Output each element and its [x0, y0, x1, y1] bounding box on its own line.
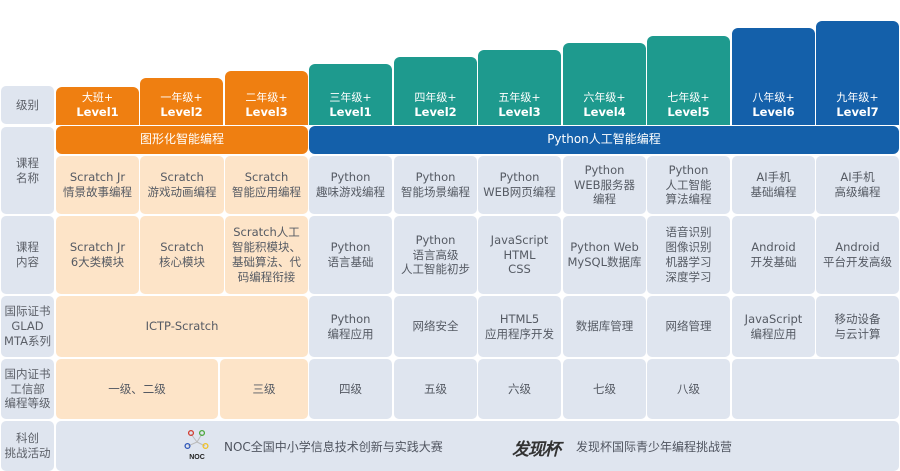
level-code: Level7	[836, 105, 879, 120]
faxianbei-logo-icon: 发现杯	[512, 440, 561, 460]
level-code: Level2	[414, 105, 457, 120]
course-content-cell: Scratch Jr 6大类模块	[56, 216, 139, 294]
level-box-9: 八年级+Level6	[732, 28, 815, 125]
level-grade: 一年级+	[160, 90, 203, 104]
course-name-cell: Python 智能场景编程	[394, 156, 477, 214]
intl-cert-cell: Python 编程应用	[309, 296, 392, 357]
level-box-8: 七年级+Level5	[647, 36, 730, 125]
course-name-cell: Scratch Jr 情景故事编程	[56, 156, 139, 214]
course-content-cell: JavaScript HTML CSS	[478, 216, 561, 294]
course-content-cell: Scratch 核心模块	[140, 216, 224, 294]
level-grade: 五年级+	[498, 90, 541, 104]
row-label-level: 级别	[1, 86, 54, 124]
row-label-course-name: 课程 名称	[1, 127, 54, 214]
level-box-2: 一年级+Level2	[140, 78, 223, 125]
course-name-cell: Python 趣味游戏编程	[309, 156, 392, 214]
course-name-cell: Python WEB网页编程	[478, 156, 561, 214]
course-content-cell: Android 开发基础	[732, 216, 815, 294]
level-code: Level1	[329, 105, 372, 120]
intl-cert-cell: 移动设备 与云计算	[816, 296, 899, 357]
level-grade: 七年级+	[667, 90, 710, 104]
level-box-10: 九年级+Level7	[816, 21, 899, 125]
course-content-cell: 语音识别 图像识别 机器学习 深度学习	[647, 216, 730, 294]
level-grade: 三年级+	[329, 90, 372, 104]
level-grade: 二年级+	[245, 90, 288, 104]
domestic-cert-cell: 七级	[563, 359, 646, 419]
level-code: Level2	[160, 105, 203, 120]
level-box-7: 六年级+Level4	[563, 43, 646, 125]
track-banner-graphical: 图形化智能编程	[56, 126, 308, 154]
row-label-intl-cert: 国际证书 GLAD MTA系列	[1, 296, 54, 357]
row-label-domestic-cert: 国内证书 工信部 编程等级	[1, 359, 54, 419]
course-content-cell: Scratch人工 智能积模块、 基础算法、代 码编程衔接	[225, 216, 308, 294]
domestic-cert-cell: 六级	[478, 359, 561, 419]
level-box-1: 大班+Level1	[56, 87, 139, 125]
domestic-cert-cell: 五级	[394, 359, 477, 419]
course-content-cell: Python Web MySQL数据库	[563, 216, 646, 294]
domestic-cert-cell: 八级	[647, 359, 730, 419]
intl-cert-cell: 数据库管理	[563, 296, 646, 357]
course-content-cell: Android 平台开发高级	[816, 216, 899, 294]
intl-cert-cell: 网络管理	[647, 296, 730, 357]
domestic-cert-cell-empty	[732, 359, 899, 419]
svg-text:NOC: NOC	[189, 454, 205, 461]
course-name-cell: Scratch 游戏动画编程	[140, 156, 224, 214]
level-grade: 四年级+	[414, 90, 457, 104]
course-name-cell: AI手机 基础编程	[732, 156, 815, 214]
track-banner-python: Python人工智能编程	[309, 126, 899, 154]
course-name-cell: AI手机 高级编程	[816, 156, 899, 214]
level-code: Level1	[76, 105, 119, 120]
row-label-course-content: 课程 内容	[1, 216, 54, 294]
level-grade: 六年级+	[583, 90, 626, 104]
activity-row: NOC NOC全国中小学信息技术创新与实践大赛 发现杯 发现杯国际青少年编程挑战…	[56, 421, 899, 471]
level-code: Level3	[498, 105, 541, 120]
domestic-cert-cell: 三级	[220, 359, 308, 419]
intl-cert-cell: 网络安全	[394, 296, 477, 357]
level-code: Level4	[583, 105, 626, 120]
intl-cert-cell: HTML5 应用程序开发	[478, 296, 561, 357]
course-name-cell: Python WEB服务器 编程	[563, 156, 646, 214]
intl-cert-cell: JavaScript 编程应用	[732, 296, 815, 357]
level-box-3: 二年级+Level3	[225, 71, 308, 125]
domestic-cert-cell: 四级	[309, 359, 392, 419]
noc-logo-icon: NOC	[184, 429, 209, 461]
activity-noc-label: NOC全国中小学信息技术创新与实践大赛	[224, 440, 443, 454]
level-grade: 九年级+	[836, 90, 879, 104]
course-name-cell: Scratch 智能应用编程	[225, 156, 308, 214]
level-box-6: 五年级+Level3	[478, 50, 561, 125]
activity-faxianbei-label: 发现杯国际青少年编程挑战营	[576, 440, 733, 454]
level-box-4: 三年级+Level1	[309, 64, 392, 125]
level-grade: 八年级+	[752, 90, 795, 104]
course-name-cell: Python 人工智能 算法编程	[647, 156, 730, 214]
course-content-cell: Python 语言基础	[309, 216, 392, 294]
level-code: Level6	[752, 105, 795, 120]
level-code: Level3	[245, 105, 288, 120]
level-grade: 大班+	[81, 90, 114, 104]
row-label-activity: 科创 挑战活动	[1, 421, 54, 471]
level-code: Level5	[667, 105, 710, 120]
intl-cert-cell: ICTP-Scratch	[56, 296, 308, 357]
domestic-cert-cell: 一级、二级	[56, 359, 218, 419]
level-box-5: 四年级+Level2	[394, 57, 477, 125]
course-content-cell: Python 语言高级 人工智能初步	[394, 216, 477, 294]
